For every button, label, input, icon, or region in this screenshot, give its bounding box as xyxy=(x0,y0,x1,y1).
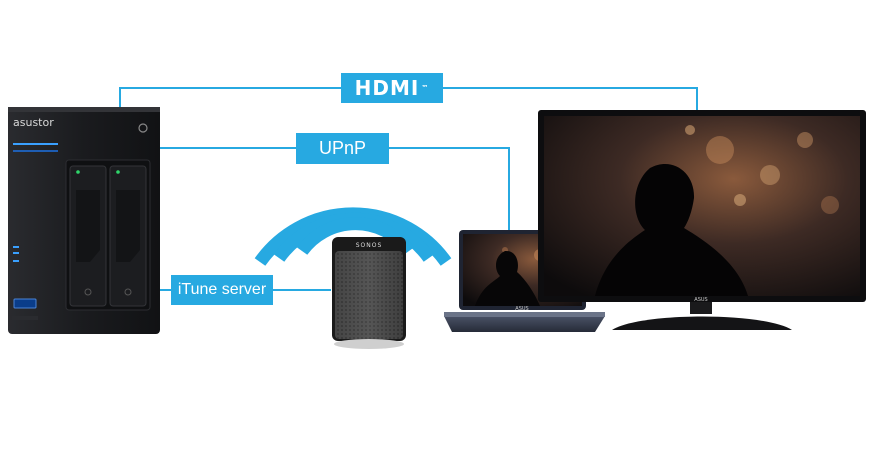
nas-device: asustor xyxy=(8,107,160,334)
power-icon xyxy=(138,123,148,133)
sonos-speaker: SONOS xyxy=(332,237,406,349)
usb-port xyxy=(13,298,37,309)
status-led-top xyxy=(13,143,58,145)
nas-brand-text: asustor xyxy=(13,116,54,129)
upnp-label: UPnP xyxy=(296,133,389,164)
laptop-brand-text: ASUS xyxy=(515,306,528,312)
upnp-line xyxy=(158,147,510,232)
hdmi-trademark: ™ xyxy=(421,84,430,92)
speaker-brand-text: SONOS xyxy=(356,242,383,249)
monitor-brand-text: ASUS xyxy=(694,297,707,303)
hdmi-label-text: HDMI xyxy=(354,76,420,100)
itune-server-label: iTune server xyxy=(171,275,273,305)
monitor: ASUS xyxy=(538,110,866,330)
